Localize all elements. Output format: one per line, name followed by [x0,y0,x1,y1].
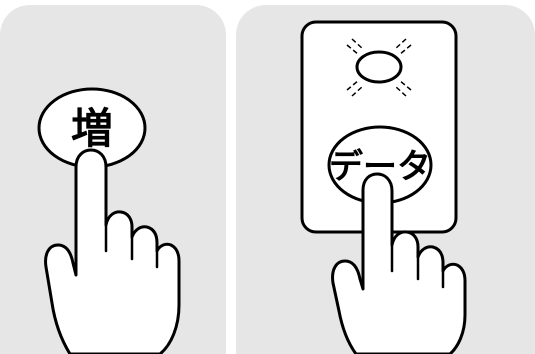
increase-button-label: 増 [71,104,113,153]
right-panel-drawing: データ [236,5,535,354]
left-panel-drawing: 増 [0,5,226,354]
left-panel: 増 [0,5,226,354]
pointing-hand-icon [46,150,179,354]
right-panel: データ [236,5,535,354]
